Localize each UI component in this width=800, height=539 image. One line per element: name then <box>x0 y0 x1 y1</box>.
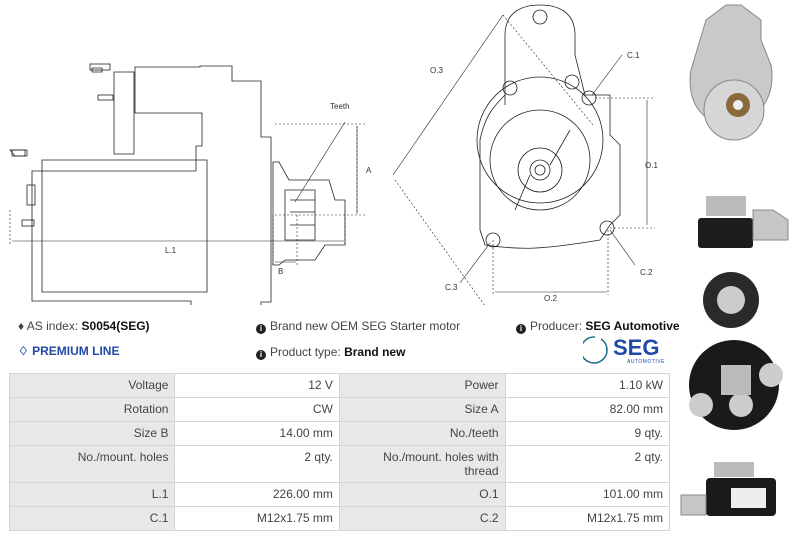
product-photos <box>680 4 789 516</box>
label-c3: C.3 <box>445 283 458 292</box>
photo-side-label[interactable] <box>680 462 776 516</box>
spec-label: Rotation <box>8 397 176 422</box>
info-icon: i <box>256 324 266 334</box>
spec-label: Size A <box>338 397 506 422</box>
label-a: A <box>366 166 372 175</box>
as-index: ♦ AS index: S0054(SEG) <box>18 319 150 333</box>
front-view-drawing <box>476 4 621 249</box>
as-index-value: S0054(SEG) <box>81 319 150 333</box>
technical-drawing: Teeth A B L.1 O.3 O.1 O.2 C.1 C.2 C.3 <box>9 4 658 305</box>
spec-value: 226.00 mm <box>174 482 340 507</box>
spec-value: 9 qty. <box>504 421 671 446</box>
spec-label: O.1 <box>338 482 506 507</box>
label-teeth: Teeth <box>330 102 350 111</box>
label-o2: O.2 <box>544 294 557 303</box>
photo-front[interactable] <box>689 4 773 141</box>
label-o1: O.1 <box>645 161 658 170</box>
label-c1: C.1 <box>627 51 640 60</box>
spec-value: 2 qty. <box>504 445 671 483</box>
dimension-lines <box>9 121 365 265</box>
label-b: B <box>278 267 283 276</box>
spec-label: Size B <box>8 421 176 446</box>
spec-value: M12x1.75 mm <box>504 506 671 531</box>
photo-rear[interactable] <box>689 272 783 430</box>
spec-value: 2 qty. <box>174 445 340 483</box>
svg-text:AUTOMOTIVE: AUTOMOTIVE <box>627 359 665 365</box>
premium-line-badge[interactable]: ♢ PREMIUM LINE <box>18 344 120 358</box>
spec-value: CW <box>174 397 340 422</box>
tag-icon: ♦ <box>18 319 25 333</box>
label-c2: C.2 <box>640 268 653 277</box>
info-icon: i <box>256 350 266 360</box>
svg-text:SEG: SEG <box>613 335 659 360</box>
spec-value: 12 V <box>174 373 340 398</box>
side-view-drawing <box>9 63 346 305</box>
spec-label: No./teeth <box>338 421 506 446</box>
label-l1: L.1 <box>165 246 177 255</box>
info-icon: i <box>516 324 526 334</box>
spec-value: 101.00 mm <box>504 482 671 507</box>
photo-side[interactable] <box>698 196 789 248</box>
label-o3: O.3 <box>430 66 443 75</box>
spec-label: C.1 <box>8 506 176 531</box>
spec-value: 82.00 mm <box>504 397 671 422</box>
diamond-icon: ♢ <box>18 344 29 358</box>
spec-value: 14.00 mm <box>174 421 340 446</box>
spec-label: C.2 <box>338 506 506 531</box>
spec-value: 1.10 kW <box>504 373 671 398</box>
spec-label: No./mount. holes <box>8 445 176 483</box>
spec-label: Power <box>338 373 506 398</box>
front-dimension-lines <box>392 14 655 305</box>
spec-label: No./mount. holes with thread <box>338 445 506 483</box>
spec-value: M12x1.75 mm <box>174 506 340 531</box>
spec-label: L.1 <box>8 482 176 507</box>
seg-logo: SEG AUTOMOTIVE <box>583 335 665 365</box>
spec-label: Voltage <box>8 373 176 398</box>
